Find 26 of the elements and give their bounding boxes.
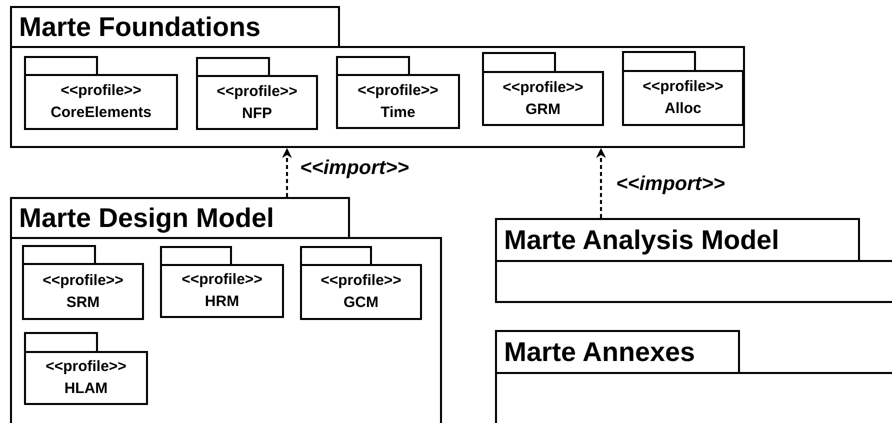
package-title: Marte Annexes — [504, 338, 696, 366]
import-arrow — [282, 148, 292, 197]
package-name: Time — [380, 102, 416, 122]
stereotype-label: <<profile>> — [320, 271, 402, 291]
import-arrow — [596, 148, 606, 218]
edge-label: <<import>> — [616, 174, 725, 194]
package-name: NFP — [242, 104, 272, 124]
stereotype-label: <<profile>> — [216, 82, 298, 102]
package-name: GCM — [344, 293, 378, 313]
package-name: CoreElements — [50, 103, 152, 123]
edge-label: <<import>> — [300, 158, 409, 178]
package-name: Alloc — [664, 99, 702, 119]
stereotype-label: <<profile>> — [502, 78, 584, 98]
package-name: SRM — [66, 292, 100, 312]
stereotype-label: <<profile>> — [60, 81, 142, 101]
package-name: HLAM — [64, 379, 108, 399]
package-title: Marte Foundations — [19, 14, 260, 40]
package-title: Marte Design Model — [19, 204, 274, 232]
package-title: Marte Analysis Model — [504, 226, 780, 254]
package-name: GRM — [526, 100, 560, 120]
package-name: HRM — [204, 292, 240, 312]
stereotype-label: <<profile>> — [46, 357, 126, 377]
stereotype-label: <<profile>> — [182, 270, 262, 290]
stereotype-label: <<profile>> — [358, 80, 438, 100]
stereotype-label: <<profile>> — [642, 77, 724, 97]
stereotype-label: <<profile>> — [42, 270, 124, 290]
